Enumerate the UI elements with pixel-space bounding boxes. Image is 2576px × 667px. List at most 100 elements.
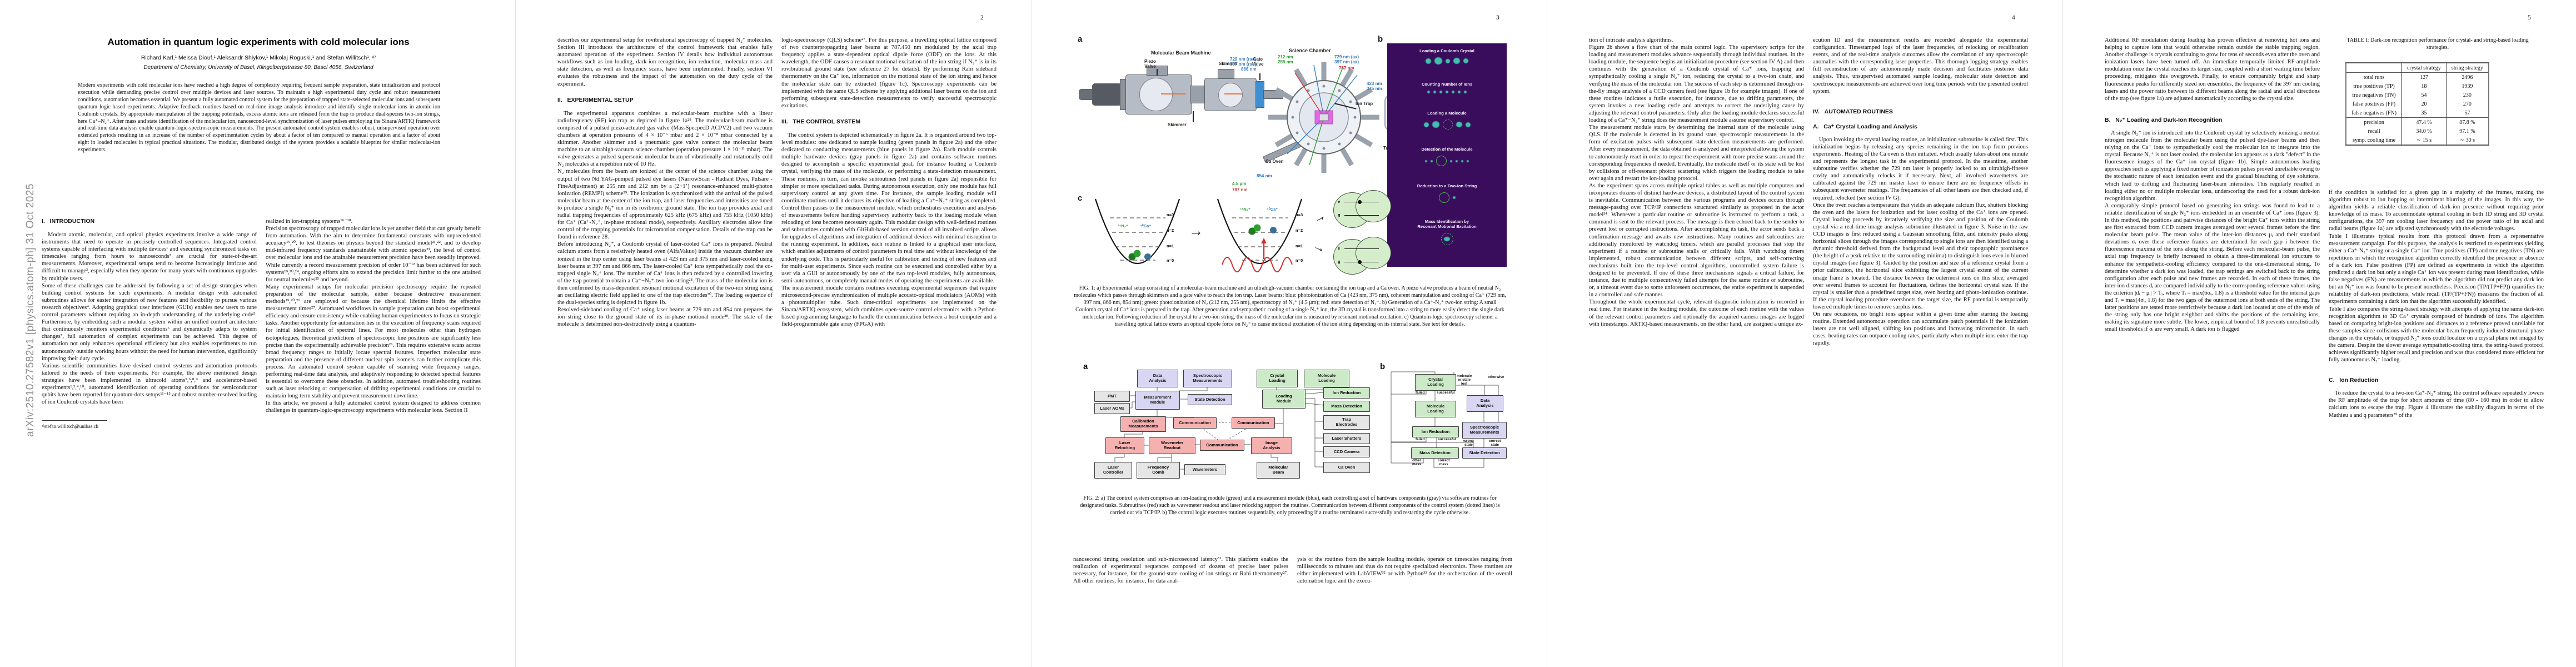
paragraph: Precision spectroscopy of trapped molecu… [266, 226, 481, 283]
fig2-panel-a: Data Analysis Spectroscopic Measurements… [1090, 369, 1374, 485]
table-row: precision 47.4 % 87.8 % [2346, 117, 2489, 127]
edge-failed: failed [1416, 391, 1425, 395]
table-cell: 270 [2445, 99, 2489, 108]
laser-label-854: 854 nm [1257, 173, 1272, 178]
potential-well-1 [1094, 198, 1180, 265]
edge-successful: successful [1437, 391, 1455, 395]
edge-failed: failed [1416, 437, 1425, 441]
figure-1: a Molecular Beam Machine [1073, 28, 1507, 279]
connecting-tube [1190, 86, 1205, 103]
section-heading-control-system: III. THE CONTROL SYSTEM [781, 118, 861, 125]
paragraph: if the condition is satisfied for a give… [2329, 190, 2544, 232]
edge-successful: successful [1438, 437, 1456, 441]
box-laser-shutters: Laser Shutters [1323, 433, 1370, 444]
species-n2-label: ¹⁴N₂⁺ [1118, 223, 1128, 228]
molecular-beam-machine-label: Molecular Beam Machine [1151, 50, 1211, 56]
chamber-window [1139, 78, 1173, 111]
edge-wrong-state: wrong state [1463, 439, 1474, 447]
paragraph: describes our experimental setup for rov… [557, 37, 773, 87]
box-ccd-camera: CCD Camera [1323, 446, 1370, 457]
level-e-label: e [1338, 199, 1341, 204]
table-cell: 18 [2401, 82, 2447, 91]
table-cell: 127 [2401, 72, 2447, 82]
laser-label-787-bottom: 787 nm [1232, 187, 1248, 192]
piezo-valve-label: Piezo Valve [1144, 59, 1156, 69]
ion-dots [1387, 91, 1507, 93]
level-g-label: g [1338, 212, 1341, 217]
paragraph: ecution ID and the measurement results a… [1813, 37, 2028, 94]
table-row: recall 34.0 % 97.1 % [2346, 127, 2489, 136]
level-label-n1: n=1 [1296, 243, 1303, 248]
box-communication-1: Communication [1173, 417, 1217, 429]
p1-left-column: I. INTRODUCTION Modern atomic, molecular… [42, 218, 257, 430]
table-row: crystal strategy string strategy [2346, 63, 2489, 73]
figure-2-caption: FIG. 2: a) The control system comprises … [1080, 495, 1500, 516]
panel-b-label: b [1380, 362, 1386, 371]
table-row: true positives (TP) 18 1939 [2346, 82, 2489, 91]
table-cell: 2496 [2445, 72, 2489, 82]
paragraph: nanosecond timing resolution and sub-mic… [1073, 556, 1288, 585]
box-image-analysis: Image Analysis [1251, 437, 1292, 454]
pointer-line [1157, 69, 1158, 76]
flow-molecule-loading: Molecule Loading [1415, 401, 1456, 417]
stage-text: Mass Identification by Resonant Motional… [1417, 219, 1477, 229]
stage-text: Detection of the Molecule [1421, 147, 1473, 152]
science-chamber-label: Science Chamber [1289, 48, 1331, 53]
box-data-analysis: Data Analysis [1137, 370, 1178, 387]
p4-right-column: ecution ID and the measurement results a… [1813, 37, 2028, 347]
table-cell: recall [2368, 128, 2380, 135]
box-ion-reduction: Ion Reduction [1323, 387, 1370, 399]
fig1-panel-b: Loading a Coulomb Crystal Counting Numbe… [1387, 43, 1507, 267]
stage-text: Counting Number of Ions [1421, 82, 1473, 87]
table-row: symp. cooling time ∼ 15 s ∼ 30 s [2346, 136, 2489, 145]
table-1-caption: TABLE I: Dark-ion recognition performanc… [2346, 37, 2529, 51]
panel-b-label: b [1378, 34, 1383, 44]
box-measurement-module: Measurement Module [1135, 391, 1180, 410]
box-laser-aoms: Laser AOMs [1094, 403, 1130, 414]
box-state-detection: State Detection [1188, 394, 1232, 405]
fig1-panel-a: Molecular Beam Machine Pie [1079, 44, 1390, 189]
edge-correct-state: correct state [1489, 439, 1501, 447]
paragraph: Before introducing N₂⁺, a Coulomb crysta… [557, 241, 773, 306]
stage-label: Reduction to a Two-Ion String [1387, 178, 1507, 203]
chamber-window [1218, 83, 1243, 107]
paragraph: Table I illustrates typical results from… [2329, 233, 2544, 305]
arrow-up-right-icon: → [1311, 208, 1328, 226]
stage-label: Detection of the Molecule [1387, 142, 1507, 166]
footnote-email: ᵃ⁾stefan.willitsch@unibas.ch [42, 424, 98, 430]
authors-line: Richard Karl,¹ Meissa Diouf,¹ Aleksandr … [141, 54, 376, 61]
paragraph: Once the oven reaches a temperature that… [1813, 202, 2028, 310]
level-label-n3: n=3 [1167, 212, 1174, 217]
page-2: 2 describes our experimental setup for r… [515, 0, 1031, 667]
table-cell: ∼ 30 s [2445, 136, 2489, 145]
table-cell: 97.1 % [2445, 127, 2489, 136]
arrow-down-right-icon: → [1311, 238, 1328, 256]
paragraph: Table I also compares the string-based s… [2329, 306, 2544, 364]
chamber-top-flange [1218, 69, 1234, 79]
table-cell: false positives (FP) [2352, 101, 2396, 107]
p5-right-column: if the condition is satisfied for a give… [2329, 189, 2544, 419]
subsection-heading-crystal-loading: A. Ca⁺ Crystal Loading and Analysis [1813, 123, 1917, 130]
figure-2: a [1073, 362, 1507, 489]
table-cell: 47.4 % [2401, 117, 2447, 127]
p3-right-column: ysis or the routines from the sample loa… [1297, 556, 1512, 585]
page-5: 5 Additional RF modulation during loadin… [2062, 0, 2576, 667]
figure-1-caption: FIG. 1: a) Experimental setup consisting… [1074, 285, 1506, 327]
fig2-panel-b: Crystal Loading failed successful Molecu… [1384, 369, 1507, 485]
level-scheme-excited: e g [1333, 190, 1391, 231]
level-e-label: e [1338, 246, 1341, 251]
box-molecular-beam: Molecular Beam [1257, 462, 1300, 479]
paragraph: N₂ molecules from the beam are ionized a… [557, 168, 773, 241]
table-cell: symp. cooling time [2353, 137, 2396, 143]
laser-labels-axial: 729 nm (ax) 397 nm (ax) [1334, 54, 1359, 64]
box-crystal-loading: Crystal Loading [1257, 370, 1298, 387]
arrow-right-icon: → [1189, 222, 1203, 239]
abstract: Modern experiments with cold molecular i… [78, 82, 440, 153]
paragraph: A comparably simple protocol based on ge… [2105, 202, 2320, 333]
beam-arrow [1161, 93, 1185, 94]
flow-state-detection: State Detection [1462, 447, 1507, 459]
paragraph: The measurement module starts by determi… [1589, 125, 1804, 182]
paragraph: Additional RF modulation during loading … [2105, 37, 2320, 102]
paragraph: Resolved-sideband cooling of Ca⁺ using l… [557, 307, 773, 328]
ion-dots [1387, 233, 1507, 245]
